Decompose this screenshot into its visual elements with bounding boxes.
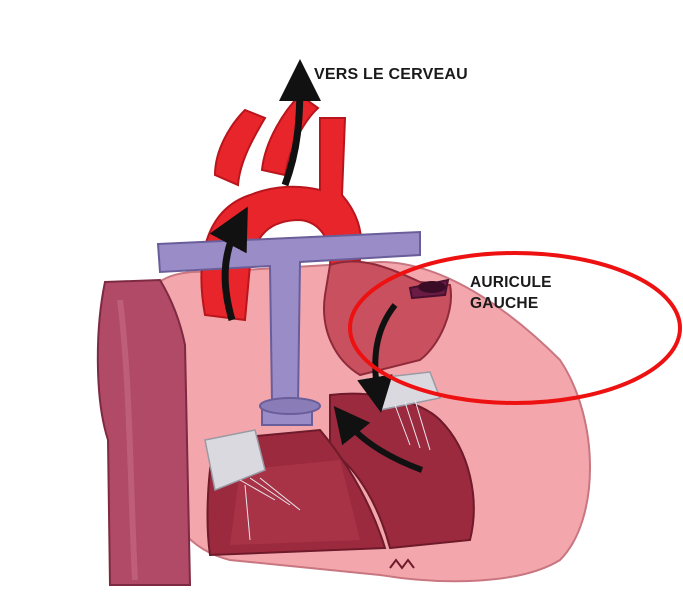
- pulmonary-trunk: [98, 280, 190, 585]
- to-brain-label: VERS LE CERVEAU: [314, 66, 468, 84]
- left-atrium-label-line1: AURICULE: [470, 272, 552, 293]
- left-atrium-label: AURICULE GAUCHE: [470, 272, 552, 314]
- left-atrium-label-line2: GAUCHE: [470, 293, 552, 314]
